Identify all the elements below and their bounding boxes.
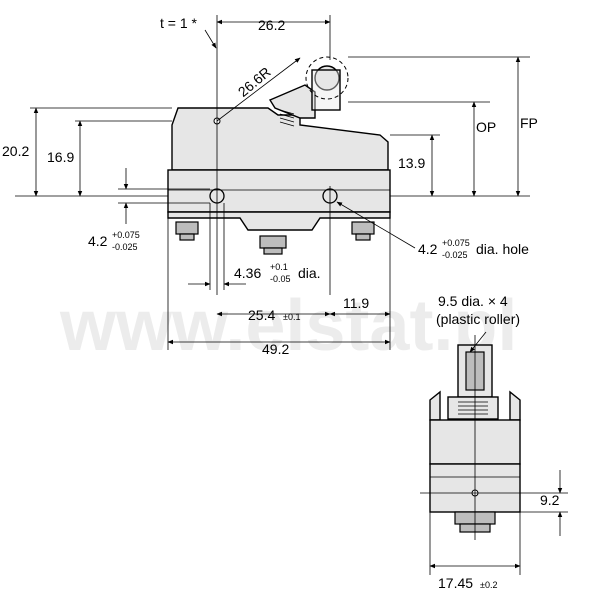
hole-right-tolerance: 4.2 +0.075 -0.025 dia. hole [418, 238, 529, 260]
svg-text:4.2: 4.2 [88, 233, 108, 249]
dim-20-2: 20.2 [2, 143, 29, 159]
dim-16-9: 16.9 [47, 149, 74, 165]
roller-travel-circle [305, 56, 349, 100]
radius-label: 26.6R [235, 64, 274, 100]
op-label: OP [476, 119, 496, 135]
svg-text:17.45: 17.45 [438, 575, 473, 591]
svg-text:25.4: 25.4 [248, 307, 275, 323]
dim-26-2: 26.2 [258, 17, 285, 33]
side-view-dimension-lines [420, 331, 568, 575]
dia-4-36-tolerance: 4.36 +0.1 -0.05 dia. [234, 262, 321, 284]
svg-text:+0.1: +0.1 [270, 262, 288, 272]
roller-spec-line2: (plastic roller) [436, 311, 520, 327]
svg-text:+0.075: +0.075 [112, 230, 140, 240]
thickness-label: t = 1 * [160, 15, 198, 31]
roller-bracket [311, 69, 341, 111]
dim-49-2: 49.2 [262, 341, 289, 357]
terminal-left [175, 221, 199, 235]
switch-upper-housing [171, 107, 389, 171]
dim-13-9: 13.9 [398, 155, 425, 171]
svg-text:dia. hole: dia. hole [476, 241, 529, 257]
svg-text:±0.2: ±0.2 [480, 580, 497, 590]
svg-text:4.36: 4.36 [234, 265, 261, 281]
fp-label: FP [520, 115, 538, 131]
switch-bottom-profile [167, 211, 391, 231]
terminal-right [351, 221, 375, 235]
svg-text:±0.1: ±0.1 [283, 312, 300, 322]
svg-text:4.2: 4.2 [418, 241, 438, 257]
roller-spec-line1: 9.5 dia. × 4 [438, 293, 508, 309]
hole-left-tolerance: 4.2 +0.075 -0.025 [88, 230, 140, 252]
svg-text:+0.075: +0.075 [442, 238, 470, 248]
dim-9-2: 9.2 [540, 492, 560, 508]
svg-text:-0.025: -0.025 [442, 250, 468, 260]
top-view-dimension-lines [15, 15, 530, 350]
switch-main-body [167, 169, 391, 213]
svg-text:-0.05: -0.05 [270, 274, 291, 284]
switch-front-view [167, 56, 391, 255]
svg-text:dia.: dia. [298, 265, 321, 281]
roller-lever [268, 84, 316, 119]
watermark-text: www.elstat.pl [59, 286, 517, 366]
dim-17-45: 17.45 ±0.2 [438, 575, 497, 591]
dim-25-4: 25.4 ±0.1 [248, 307, 300, 323]
dim-11-9: 11.9 [343, 295, 369, 311]
terminal-center [259, 235, 287, 249]
svg-text:-0.025: -0.025 [112, 242, 138, 252]
roller [314, 65, 340, 91]
